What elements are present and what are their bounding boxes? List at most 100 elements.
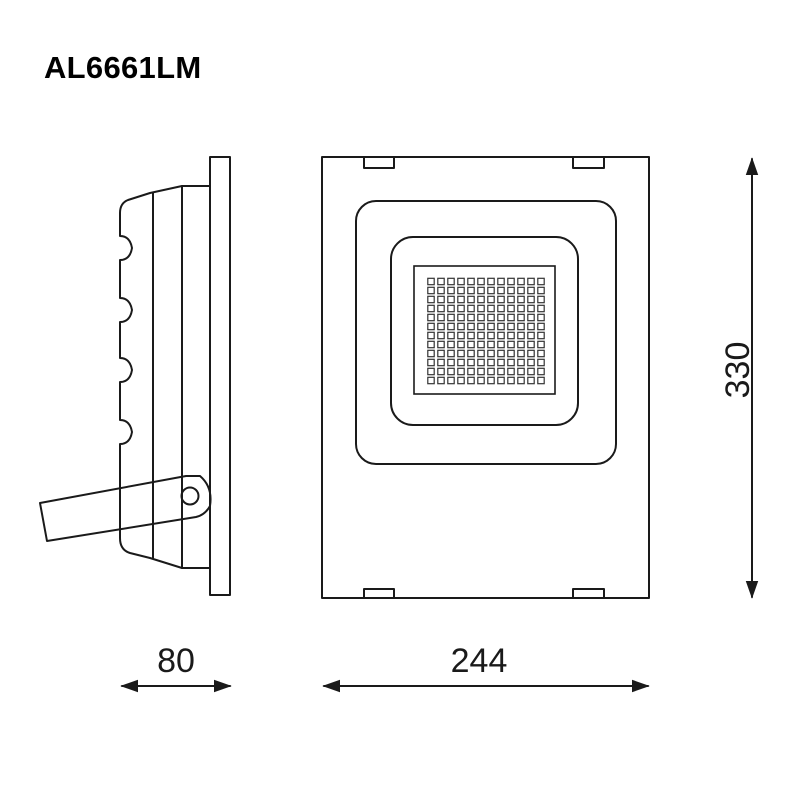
led-chip xyxy=(507,340,515,349)
led-chip xyxy=(447,286,455,295)
led-chip xyxy=(507,277,515,286)
led-chip xyxy=(457,367,465,376)
led-chip xyxy=(437,376,445,385)
led-chip xyxy=(447,304,455,313)
led-chip xyxy=(427,367,435,376)
led-board xyxy=(413,265,556,395)
led-chip xyxy=(527,286,535,295)
led-chip xyxy=(477,331,485,340)
led-chip xyxy=(497,322,505,331)
led-chip xyxy=(427,313,435,322)
led-chip xyxy=(477,304,485,313)
front-outer-frame xyxy=(321,156,650,599)
led-chip xyxy=(497,277,505,286)
dimension-height: 330 xyxy=(719,157,759,599)
led-chip xyxy=(507,367,515,376)
dimension-depth: 80 xyxy=(120,642,232,693)
led-chip xyxy=(497,358,505,367)
led-chip xyxy=(447,331,455,340)
led-chip xyxy=(537,367,545,376)
led-chip xyxy=(487,322,495,331)
front-glass xyxy=(355,200,617,465)
led-chip xyxy=(507,349,515,358)
led-chip xyxy=(517,277,525,286)
side-heatsink xyxy=(119,185,183,569)
led-chip xyxy=(437,322,445,331)
led-chip xyxy=(537,286,545,295)
led-chip xyxy=(427,322,435,331)
led-chip xyxy=(457,349,465,358)
led-chip xyxy=(497,340,505,349)
led-chip xyxy=(427,349,435,358)
led-chip xyxy=(517,340,525,349)
led-chip xyxy=(447,313,455,322)
led-chip xyxy=(517,304,525,313)
led-chip xyxy=(497,295,505,304)
led-chip xyxy=(467,340,475,349)
led-chip xyxy=(477,358,485,367)
front-reflector xyxy=(390,236,579,426)
led-chip xyxy=(487,331,495,340)
led-chip xyxy=(537,340,545,349)
led-chip xyxy=(437,277,445,286)
led-chip xyxy=(437,349,445,358)
side-front-plate xyxy=(209,156,231,596)
led-chip xyxy=(517,349,525,358)
led-chip xyxy=(427,340,435,349)
led-chip xyxy=(497,304,505,313)
led-chip xyxy=(527,376,535,385)
led-chip xyxy=(537,322,545,331)
led-chip xyxy=(517,322,525,331)
led-chip xyxy=(487,304,495,313)
led-chip xyxy=(537,304,545,313)
led-chip xyxy=(467,358,475,367)
front-tab-top-left xyxy=(363,156,395,169)
led-chip xyxy=(517,358,525,367)
led-chip xyxy=(437,304,445,313)
led-chip xyxy=(447,295,455,304)
led-chip xyxy=(487,277,495,286)
led-chip xyxy=(527,304,535,313)
led-chip xyxy=(457,295,465,304)
led-chip xyxy=(497,367,505,376)
led-chip xyxy=(527,277,535,286)
led-chip xyxy=(487,286,495,295)
led-chip xyxy=(447,358,455,367)
led-chip xyxy=(457,331,465,340)
led-chip xyxy=(457,313,465,322)
led-chip xyxy=(527,331,535,340)
led-chip xyxy=(457,286,465,295)
led-chip xyxy=(507,313,515,322)
led-chip xyxy=(477,322,485,331)
led-chip xyxy=(427,358,435,367)
led-chip xyxy=(477,286,485,295)
led-chip xyxy=(477,376,485,385)
led-chip xyxy=(527,367,535,376)
led-chip xyxy=(487,295,495,304)
led-chip xyxy=(477,277,485,286)
led-chip xyxy=(517,313,525,322)
led-chip xyxy=(467,349,475,358)
led-chip xyxy=(477,367,485,376)
led-chip xyxy=(457,376,465,385)
led-chip xyxy=(437,295,445,304)
front-tab-bottom-left xyxy=(363,588,395,599)
led-chip xyxy=(517,367,525,376)
led-chip xyxy=(437,358,445,367)
led-chip xyxy=(477,295,485,304)
led-chip xyxy=(437,313,445,322)
led-chip xyxy=(507,322,515,331)
led-chip xyxy=(487,349,495,358)
led-chip xyxy=(537,295,545,304)
led-chip xyxy=(447,367,455,376)
led-chip xyxy=(457,322,465,331)
led-chip xyxy=(457,277,465,286)
led-chip xyxy=(467,331,475,340)
front-tab-top-right xyxy=(572,156,605,169)
led-chip xyxy=(507,331,515,340)
led-chip xyxy=(517,295,525,304)
height-label: 330 xyxy=(719,342,757,399)
led-chip xyxy=(427,286,435,295)
